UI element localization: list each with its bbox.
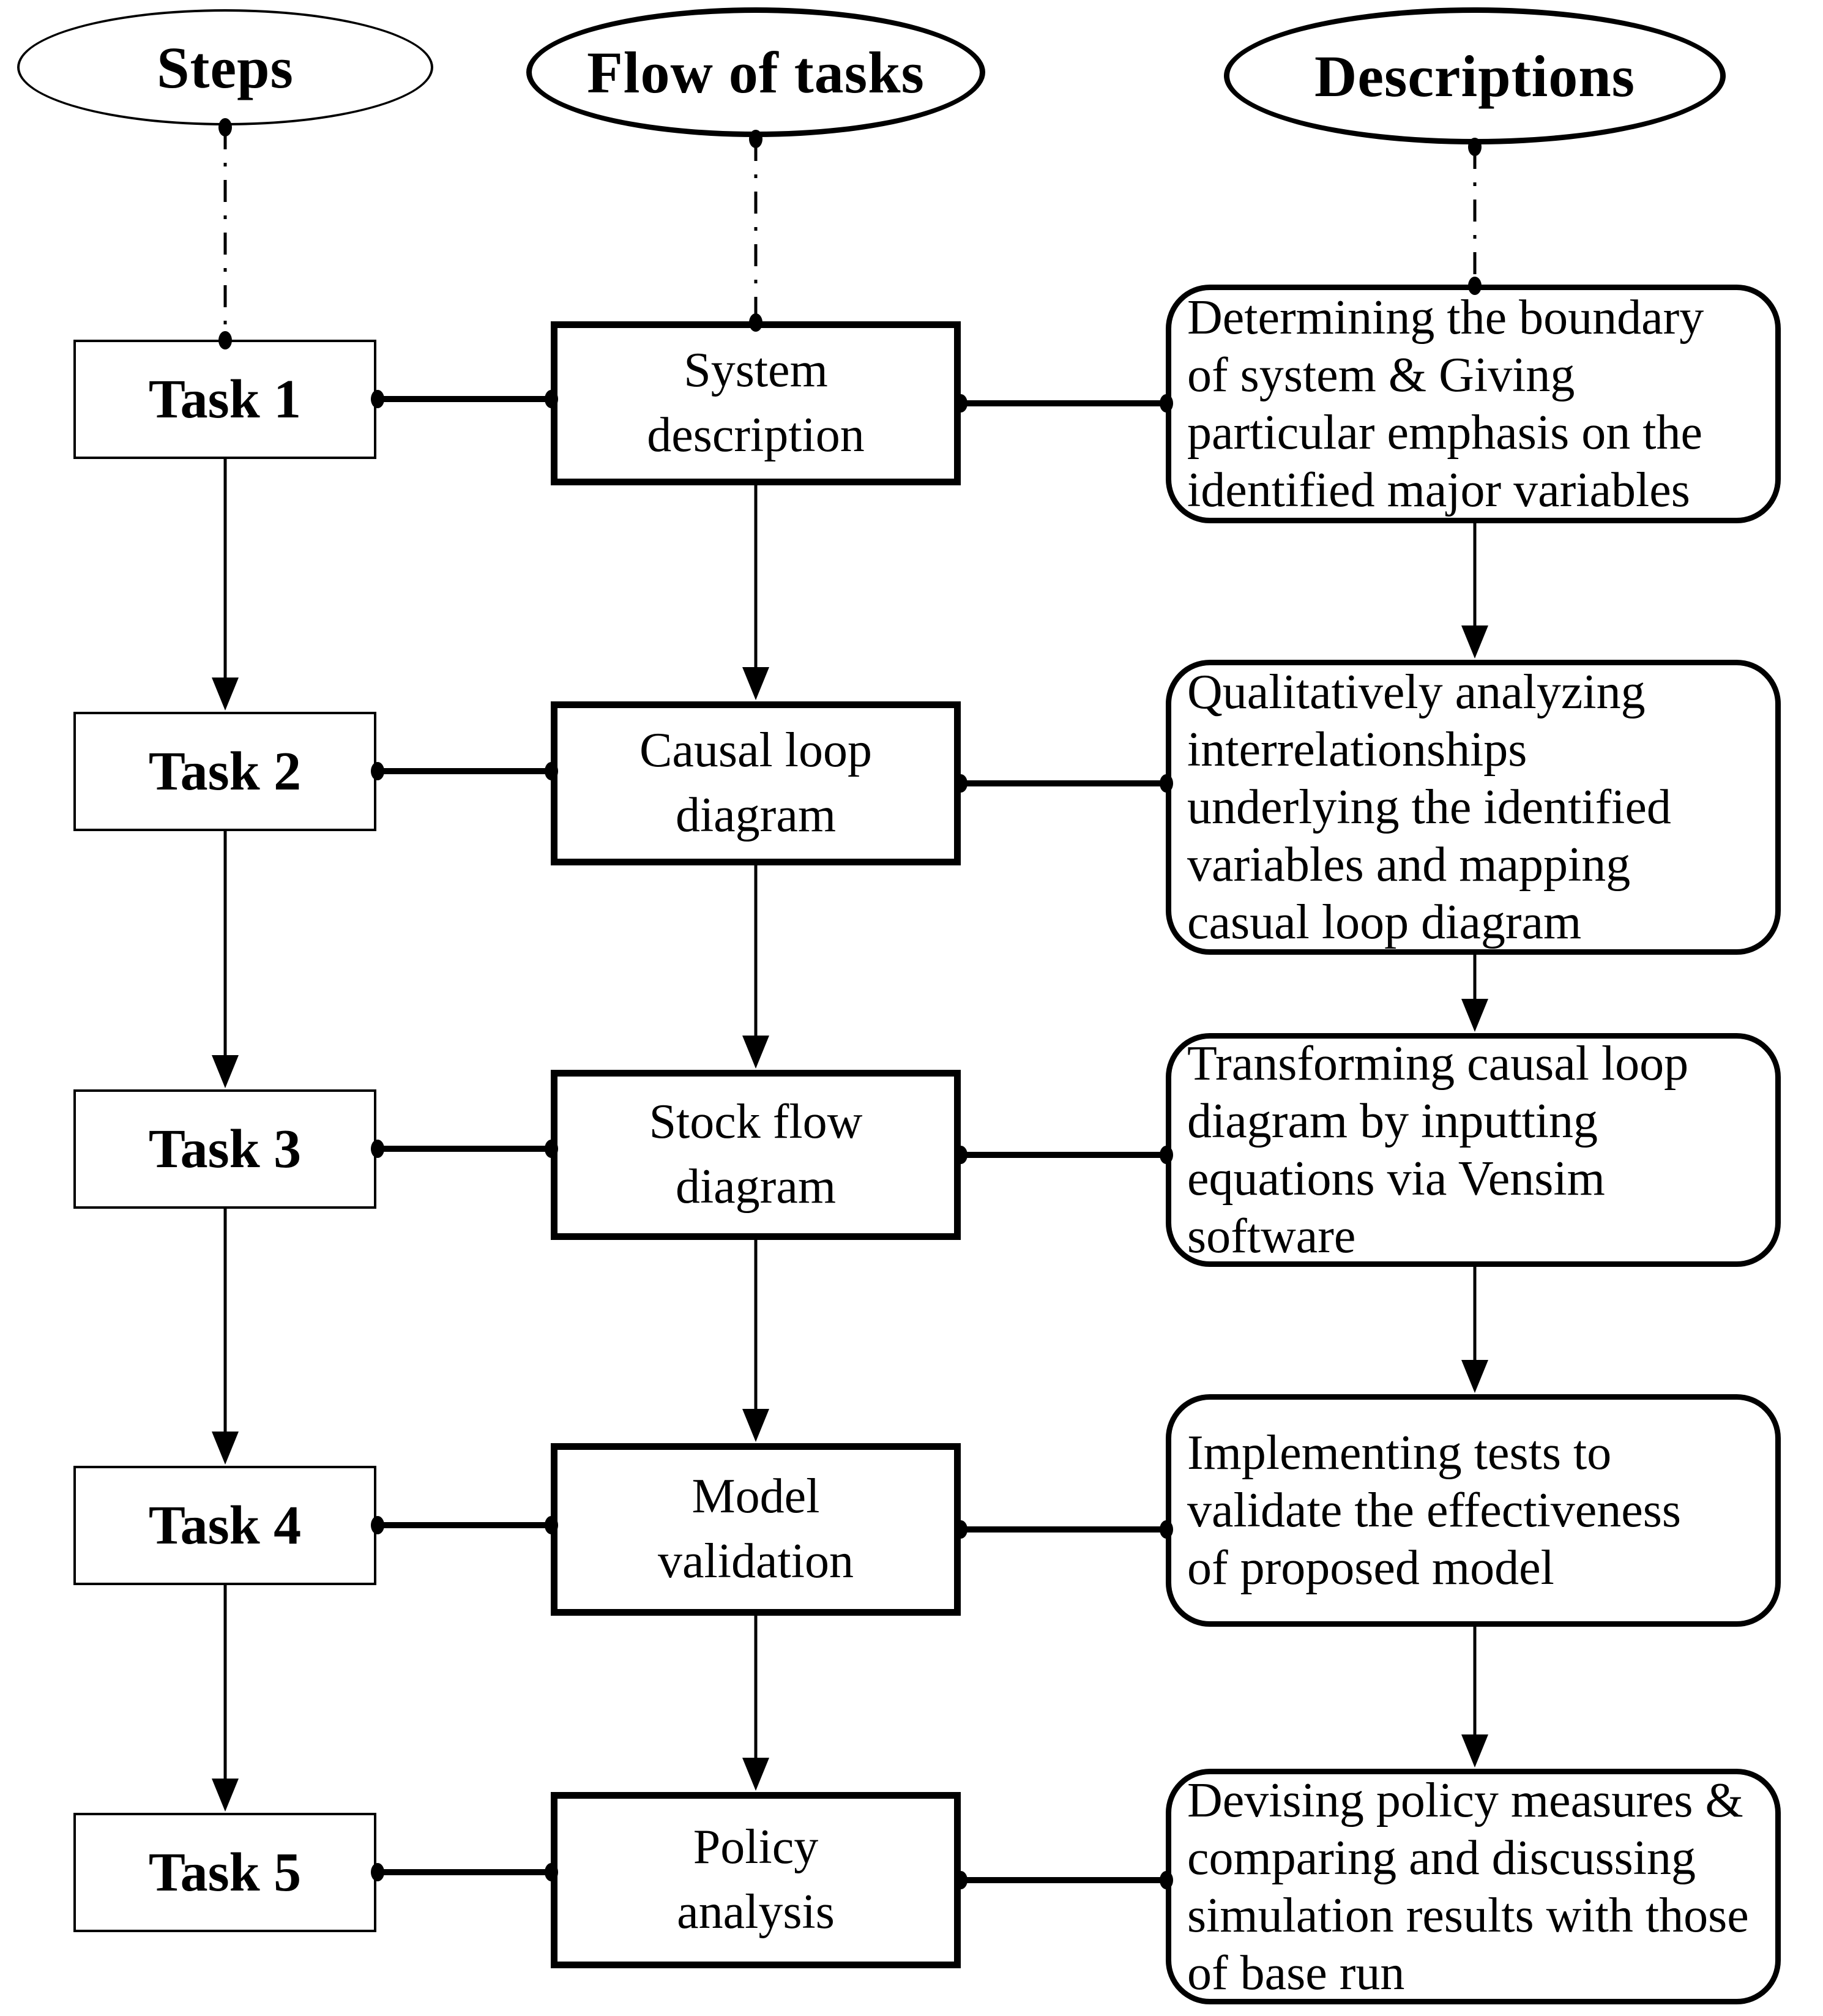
- arrowhead: [212, 1432, 239, 1465]
- stock-flow-diagram-label: Stock flow diagram: [649, 1095, 863, 1214]
- descriptions-column-dashdot-link: [1468, 138, 1482, 295]
- description-5-box: Devising policy measures & comparing and…: [1166, 1769, 1781, 2004]
- descriptions-header-ellipse: Descriptions: [1224, 7, 1726, 144]
- arrowhead: [1461, 999, 1488, 1032]
- task-4-label: Task 4: [148, 1495, 302, 1556]
- system-description-label: System description: [647, 343, 865, 462]
- arrowhead: [1461, 1360, 1488, 1393]
- system-description-box: System description: [551, 321, 961, 485]
- link-policy-analysis-description5: [954, 1871, 1173, 1889]
- arrow-system-description-to-causal-loop: [742, 485, 769, 700]
- arrow-description4-to-description5: [1461, 1627, 1488, 1768]
- arrowhead: [742, 1409, 769, 1442]
- arrow-description2-to-description3: [1461, 955, 1488, 1032]
- link-system-description-description1: [954, 394, 1173, 413]
- stock-flow-diagram-box: Stock flow diagram: [551, 1070, 961, 1240]
- task-3-label: Task 3: [148, 1119, 302, 1179]
- arrowhead: [742, 1758, 769, 1791]
- arrowhead: [212, 1779, 239, 1812]
- arrow-task1-to-task2: [212, 459, 239, 711]
- link-task1-system-description: [371, 390, 558, 408]
- arrow-stock-flow-to-model-validation: [742, 1240, 769, 1442]
- description-2-box: Qualitatively analyzing interrelationshi…: [1166, 660, 1781, 955]
- description-2-text: Qualitatively analyzing interrelationshi…: [1187, 665, 1671, 949]
- steps-column-dashdot-link: [218, 118, 232, 349]
- description-3-text: Transforming causal loop diagram by inpu…: [1187, 1037, 1689, 1263]
- arrow-description1-to-description2: [1461, 523, 1488, 659]
- arrow-task4-to-task5: [212, 1585, 239, 1812]
- task-1-box: Task 1: [73, 340, 376, 459]
- flow-of-tasks-header-ellipse: Flow of tasks: [526, 7, 985, 137]
- arrow-causal-loop-to-stock-flow: [742, 865, 769, 1069]
- arrow-task2-to-task3: [212, 831, 239, 1088]
- causal-loop-diagram-box: Causal loop diagram: [551, 701, 961, 865]
- task-3-box: Task 3: [73, 1089, 376, 1209]
- task-4-box: Task 4: [73, 1466, 376, 1585]
- task-2-label: Task 2: [148, 741, 302, 802]
- description-4-text: Implementing tests to validate the effec…: [1187, 1426, 1682, 1595]
- arrowhead: [1461, 625, 1488, 659]
- link-task2-causal-loop: [371, 762, 558, 780]
- arrowhead: [212, 678, 239, 711]
- steps-header-label: Steps: [157, 34, 294, 100]
- task-1-label: Task 1: [148, 369, 302, 430]
- task-5-label: Task 5: [148, 1842, 302, 1903]
- descriptions-header-label: Descriptions: [1314, 43, 1635, 109]
- arrow-description3-to-description4: [1461, 1267, 1488, 1393]
- description-1-box: Determining the boundary of system & Giv…: [1166, 285, 1781, 523]
- description-3-box: Transforming causal loop diagram by inpu…: [1166, 1033, 1781, 1267]
- steps-header-ellipse: Steps: [17, 9, 433, 125]
- policy-analysis-box: Policy analysis: [551, 1792, 961, 1968]
- model-validation-label: Model validation: [658, 1469, 854, 1588]
- description-4-box: Implementing tests to validate the effec…: [1166, 1394, 1781, 1627]
- arrowhead: [212, 1055, 239, 1088]
- arrow-task3-to-task4: [212, 1209, 239, 1465]
- policy-analysis-label: Policy analysis: [677, 1820, 835, 1939]
- link-task3-stock-flow: [371, 1140, 558, 1158]
- arrowhead: [742, 1036, 769, 1069]
- description-1-text: Determining the boundary of system & Giv…: [1187, 291, 1704, 517]
- flow-of-tasks-header-label: Flow of tasks: [587, 39, 925, 105]
- link-task5-policy-analysis: [371, 1863, 558, 1881]
- link-stock-flow-description3: [954, 1146, 1173, 1164]
- causal-loop-diagram-label: Causal loop diagram: [639, 723, 872, 842]
- arrow-model-validation-to-policy-analysis: [742, 1616, 769, 1791]
- task-5-box: Task 5: [73, 1813, 376, 1932]
- link-task4-model-validation: [371, 1516, 558, 1534]
- arrowhead: [1461, 1734, 1488, 1768]
- flow-column-dashdot-link: [749, 130, 762, 332]
- description-5-text: Devising policy measures & comparing and…: [1187, 1773, 1749, 2000]
- task-2-box: Task 2: [73, 712, 376, 831]
- link-model-validation-description4: [954, 1520, 1173, 1539]
- link-causal-loop-description2: [954, 774, 1173, 793]
- arrowhead: [742, 667, 769, 700]
- model-validation-box: Model validation: [551, 1443, 961, 1616]
